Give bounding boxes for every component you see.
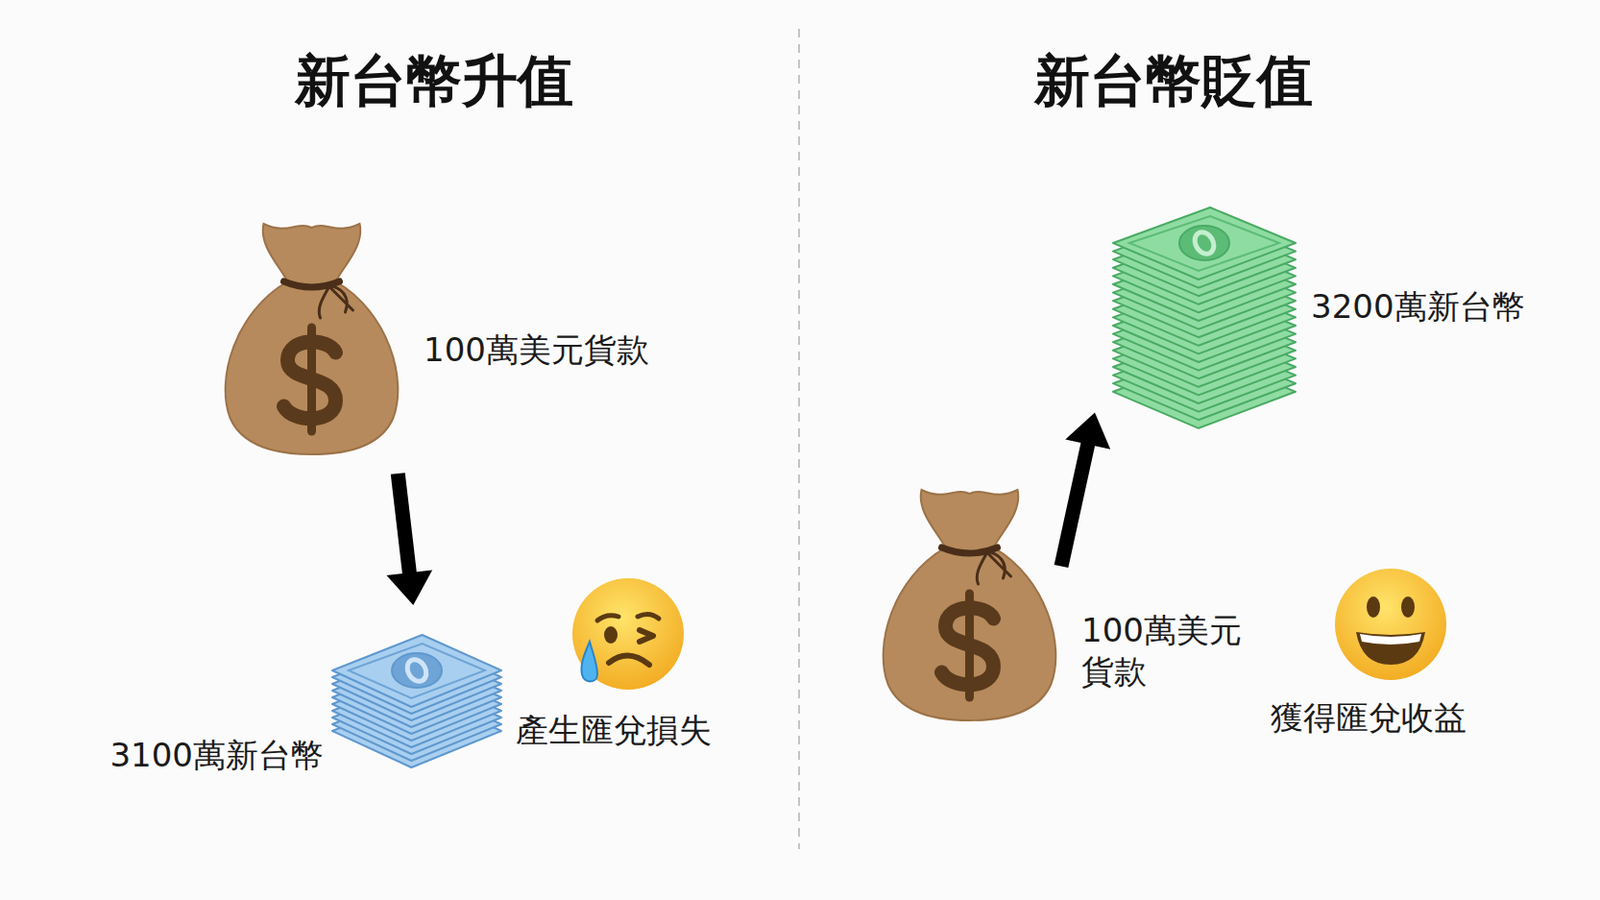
banknote-icon <box>327 630 507 778</box>
flow-arrow <box>386 473 433 606</box>
banknote-seal <box>391 653 442 688</box>
arrow-shaft <box>1061 440 1090 567</box>
dollar-sign <box>942 607 994 685</box>
amount-label: 3200萬新台幣 <box>1310 286 1526 328</box>
banknote-stack: 3100萬新台幣 <box>327 630 507 778</box>
amount-label: 100萬美元貨款 <box>423 329 650 371</box>
banknote-seal <box>403 655 431 685</box>
amount-label: 3100萬新台幣 <box>109 734 324 776</box>
money-bag: 100萬美元貨款 <box>219 216 404 457</box>
banknote-seal <box>1190 228 1218 258</box>
banknote-stack: 3200萬新台幣 <box>1108 202 1301 447</box>
bag-string <box>318 285 353 318</box>
banknote-icon <box>1108 202 1301 447</box>
banknote <box>1113 207 1296 280</box>
money-bag-icon <box>877 482 1062 723</box>
banknote <box>332 634 502 707</box>
arrow-head <box>386 569 433 606</box>
money-bag-icon <box>219 216 404 457</box>
amount-label: 100萬美元 貨款 <box>1081 609 1264 692</box>
panel-title: 新台幣升值 <box>294 44 574 120</box>
panel-title: 新台幣貶值 <box>1034 44 1313 120</box>
dollar-sign <box>284 341 337 419</box>
banknote-border <box>1129 216 1280 271</box>
arrow-head <box>1065 412 1111 449</box>
result-note: 獲得匯兌收益 <box>1270 697 1467 739</box>
smiling-face-emoji <box>1331 564 1451 684</box>
arrow-shaft <box>397 473 411 577</box>
banknote-seal <box>1179 225 1230 261</box>
bag-body <box>225 223 399 455</box>
result-note: 產生匯兌損失 <box>515 709 712 752</box>
bag-body <box>883 489 1057 721</box>
money-bag: 100萬美元 貨款 <box>877 482 1062 723</box>
bag-string <box>976 551 1011 584</box>
panel-divider <box>793 28 805 849</box>
flow-arrow <box>1061 412 1111 566</box>
banknote-border <box>348 643 485 699</box>
crying-face-emoji <box>568 574 688 694</box>
